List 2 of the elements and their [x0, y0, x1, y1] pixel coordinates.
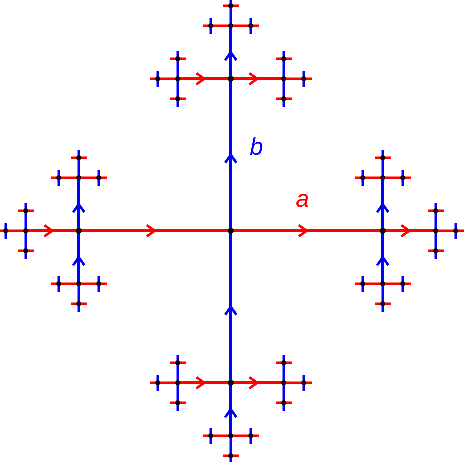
generator-label: a: [296, 188, 310, 212]
generator-label: b: [250, 136, 264, 160]
